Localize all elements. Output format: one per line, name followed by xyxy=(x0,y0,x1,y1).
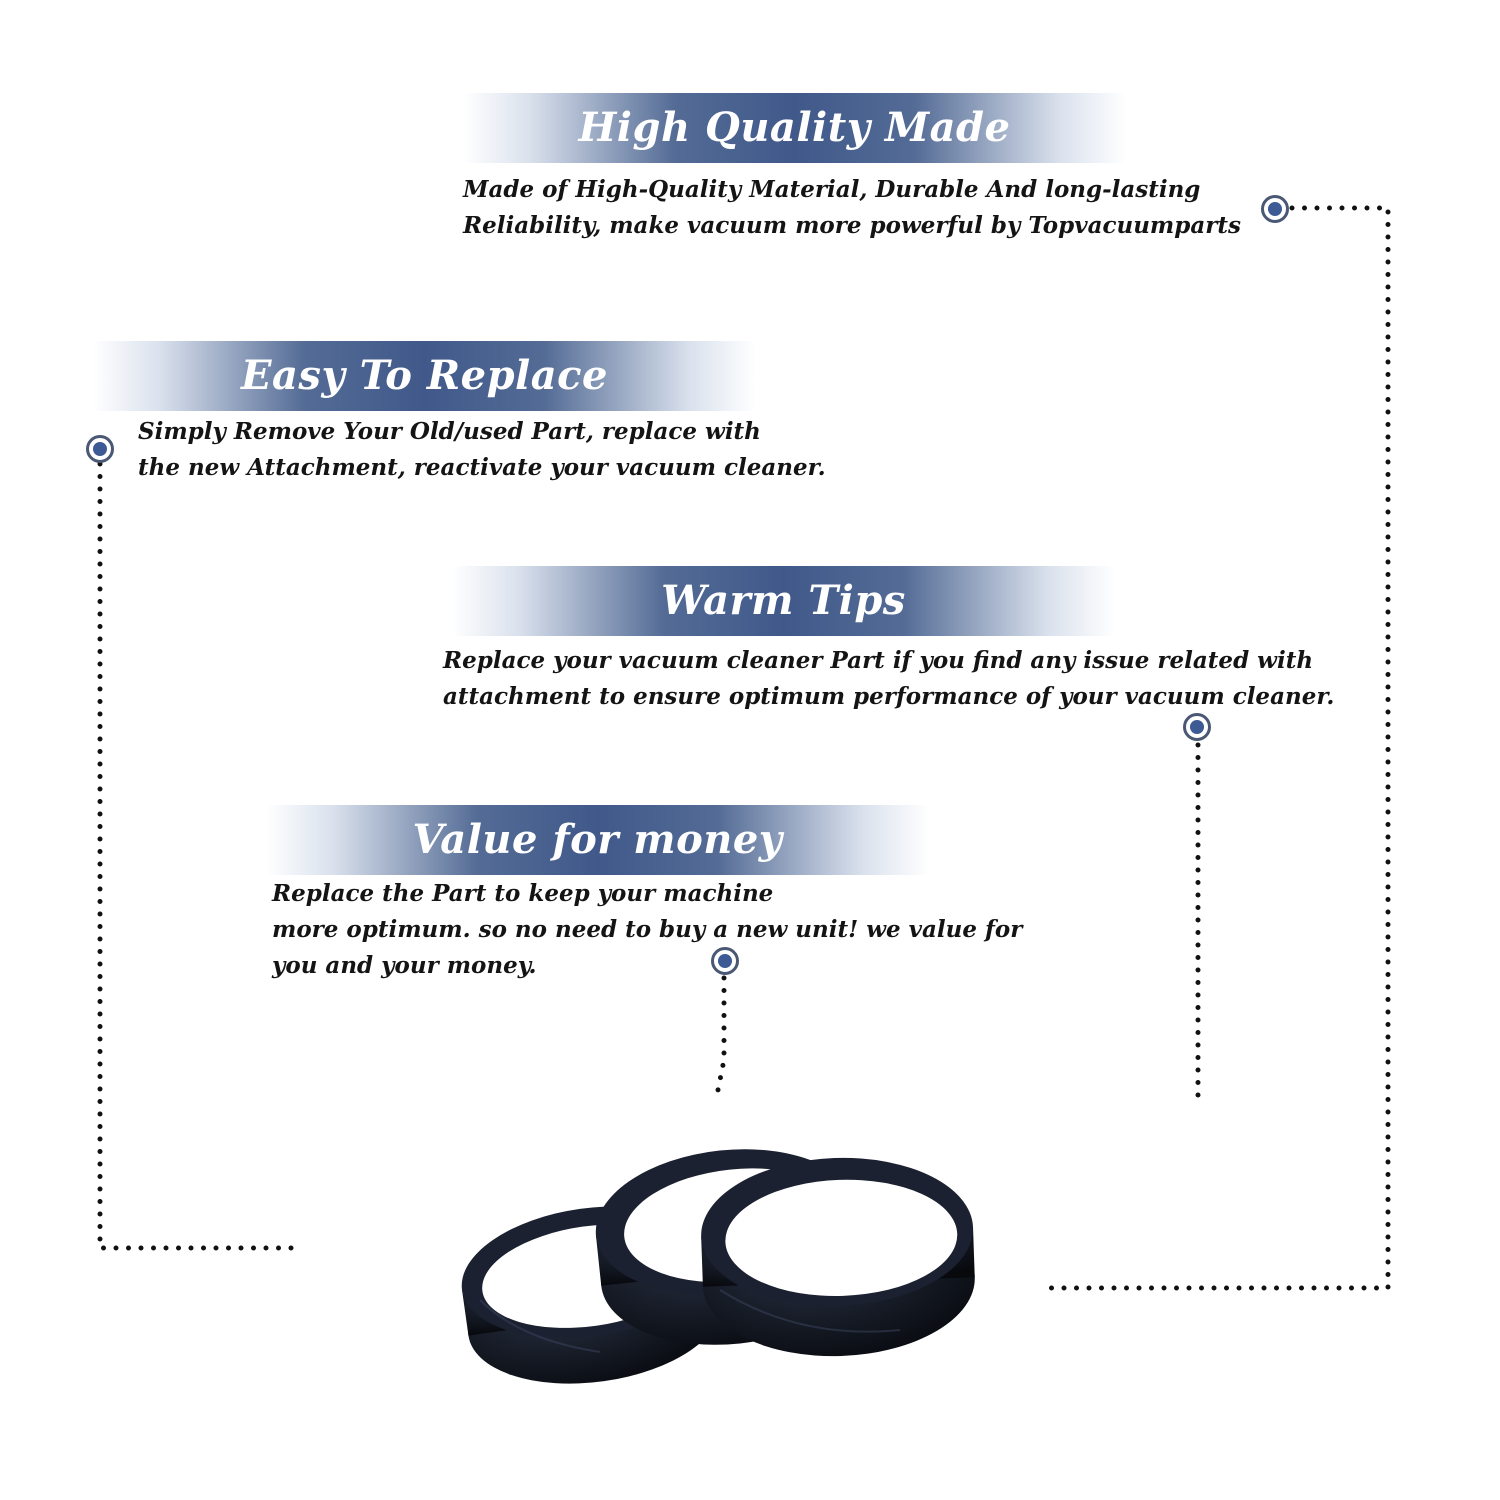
marker-replace-icon xyxy=(86,435,114,463)
section-title-warm-tips: Warm Tips xyxy=(661,577,906,624)
section-title-high-quality: High Quality Made xyxy=(578,104,1011,151)
connector-value xyxy=(715,975,727,1093)
belt-right xyxy=(701,1157,975,1357)
banner-warm-tips: Warm Tips xyxy=(452,566,1115,636)
description-line: Replace your vacuum cleaner Part if you … xyxy=(443,647,1314,674)
description-line: more optimum. so no need to buy a new un… xyxy=(272,916,1023,943)
banner-value-money: Value for money xyxy=(266,805,929,875)
marker-tips-icon xyxy=(1183,713,1211,741)
marker-quality-icon xyxy=(1261,195,1289,223)
section-title-easy-replace: Easy To Replace xyxy=(241,352,608,399)
description-warm-tips: Replace your vacuum cleaner Part if you … xyxy=(443,643,1334,715)
marker-value-icon xyxy=(711,947,739,975)
description-line: Replace the Part to keep your machine xyxy=(272,880,774,907)
banner-easy-replace: Easy To Replace xyxy=(93,341,756,411)
description-line: the new Attachment, reactivate your vacu… xyxy=(138,454,826,481)
description-line: attachment to ensure optimum performance… xyxy=(443,683,1335,710)
description-line: Simply Remove Your Old/used Part, replac… xyxy=(138,418,761,445)
description-high-quality: Made of High-Quality Material, Durable A… xyxy=(463,172,1241,244)
description-line: Made of High-Quality Material, Durable A… xyxy=(463,176,1201,203)
connector-replace xyxy=(97,461,299,1251)
description-line: you and your money. xyxy=(272,952,537,979)
banner-high-quality: High Quality Made xyxy=(463,93,1126,163)
description-line: Reliability, make vacuum more powerful b… xyxy=(463,212,1241,239)
connector-quality xyxy=(1037,205,1391,1291)
description-value-money: Replace the Part to keep your machine mo… xyxy=(272,876,1022,984)
description-easy-replace: Simply Remove Your Old/used Part, replac… xyxy=(138,414,826,486)
section-title-value-money: Value for money xyxy=(412,816,783,863)
